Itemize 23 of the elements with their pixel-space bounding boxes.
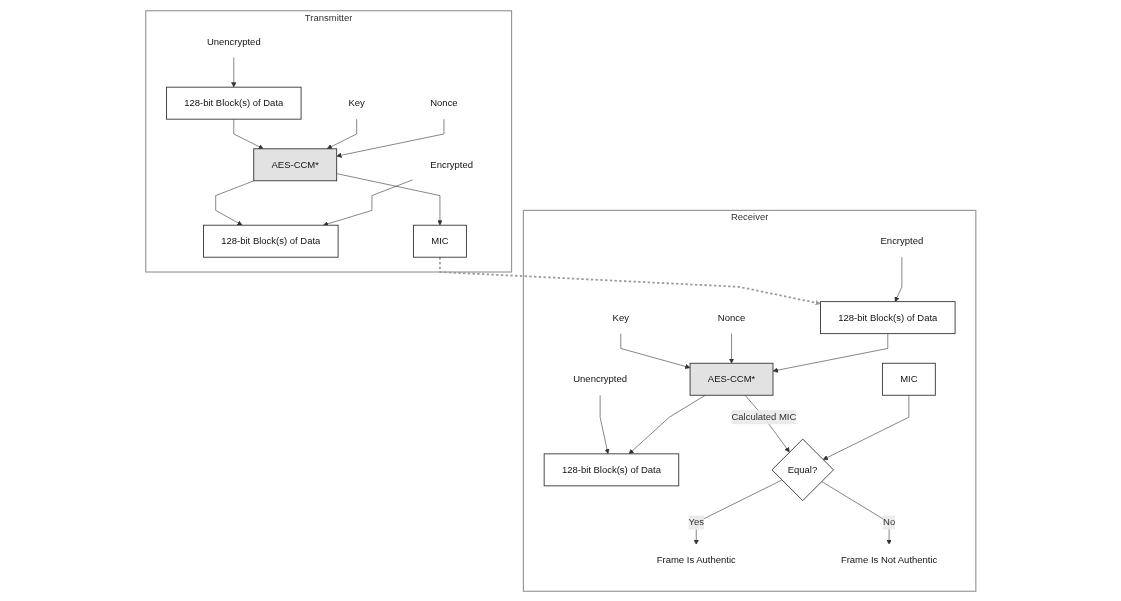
node-text: Frame Is Authentic [656,554,736,565]
node-text: Unencrypted [206,35,261,46]
node-box: AES-CCM* [253,147,337,181]
node-box: 128-bit Block(s) of Data [543,452,679,486]
node-diamond: Equal? [771,438,834,501]
node-text: Key [348,97,365,108]
arrow [438,255,821,305]
node-box: 128-bit Block(s) of Data [202,224,339,258]
node-box: 128-bit Block(s) of Data [165,86,302,120]
node-text: Encrypted [430,158,473,170]
node-box: 128-bit Block(s) of Data [819,300,956,334]
node-text: Frame Is Not Authentic [840,554,938,565]
node-text: Key [612,311,629,322]
edge-label: No [882,516,895,527]
node-text: Encrypted [880,235,923,246]
node-box: MIC [412,224,467,258]
edge-label: Calculated MIC [731,411,796,422]
node-box: AES-CCM* [689,362,774,396]
node-box: MIC [881,362,936,396]
node-text: Nonce [717,311,745,322]
edge-label: Yes [688,516,704,527]
node-text: Nonce [429,97,458,108]
node-text: Unencrypted [572,373,627,384]
